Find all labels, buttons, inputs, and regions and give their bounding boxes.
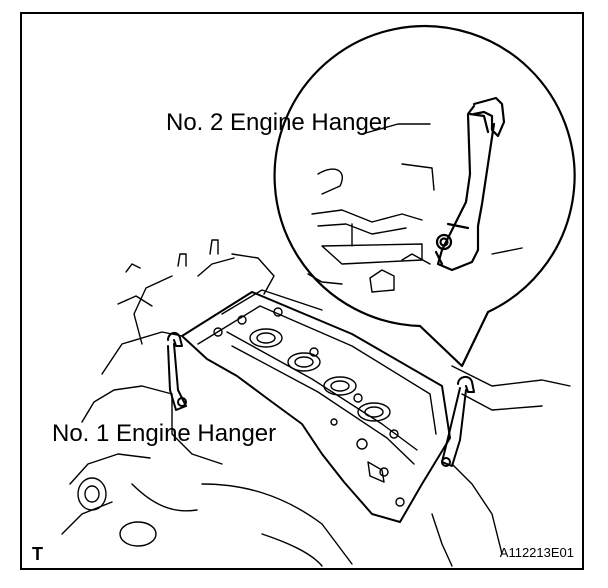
engine-illustration — [61, 24, 576, 567]
engine-hanger-right — [441, 376, 475, 467]
zoom-callout — [273, 24, 576, 368]
label-no2-engine-hanger: No. 2 Engine Hanger — [166, 109, 391, 136]
bolt-icon — [435, 233, 453, 251]
figure-frame: No. 2 Engine Hanger No. 1 Engine Hanger … — [20, 12, 584, 570]
engine-hanger-no2 — [434, 96, 506, 272]
bolt-icon — [177, 397, 187, 407]
engine-hanger-no1 — [167, 332, 187, 411]
engine-block — [61, 239, 571, 567]
label-no1-engine-hanger: No. 1 Engine Hanger — [52, 420, 277, 447]
corner-mark: T — [32, 544, 43, 564]
bolt-icon — [441, 457, 451, 467]
figure-id: A112213E01 — [499, 545, 574, 560]
